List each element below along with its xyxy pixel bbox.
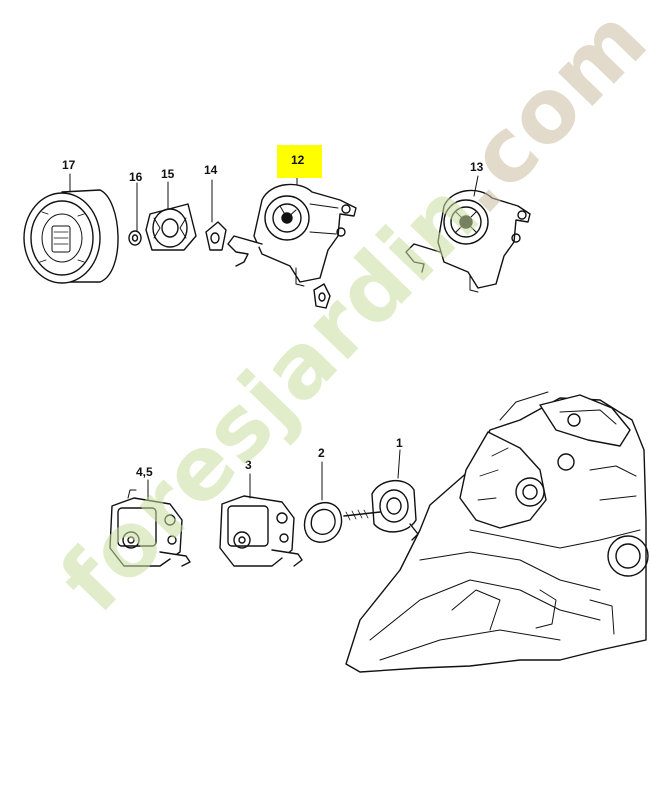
chainsaw-body (345, 391, 649, 673)
label-16: 16 (129, 170, 143, 184)
part-14-bracket[interactable] (205, 179, 227, 251)
part-3-carburettor[interactable] (219, 473, 303, 567)
part-13-housing-assembly[interactable] (405, 175, 531, 293)
label-1: 1 (396, 436, 403, 450)
label-14: 14 (204, 163, 218, 177)
label-17: 17 (62, 158, 76, 172)
label-2: 2 (318, 446, 325, 460)
part-4-5-carburettor[interactable] (109, 479, 191, 567)
label-4-5: 4,5 (136, 465, 153, 479)
label-15: 15 (161, 167, 175, 181)
highlight-box-12 (277, 145, 322, 178)
part-17-flywheel[interactable] (23, 173, 119, 284)
part-15-starter-cup[interactable] (145, 181, 197, 251)
part-12-housing[interactable] (227, 177, 357, 309)
part-2-gasket[interactable] (303, 461, 343, 543)
part-16-nut[interactable] (128, 182, 142, 246)
label-13: 13 (470, 160, 484, 174)
label-3: 3 (245, 458, 252, 472)
label-12: 12 (291, 153, 305, 167)
part-1-flange[interactable] (343, 449, 419, 541)
